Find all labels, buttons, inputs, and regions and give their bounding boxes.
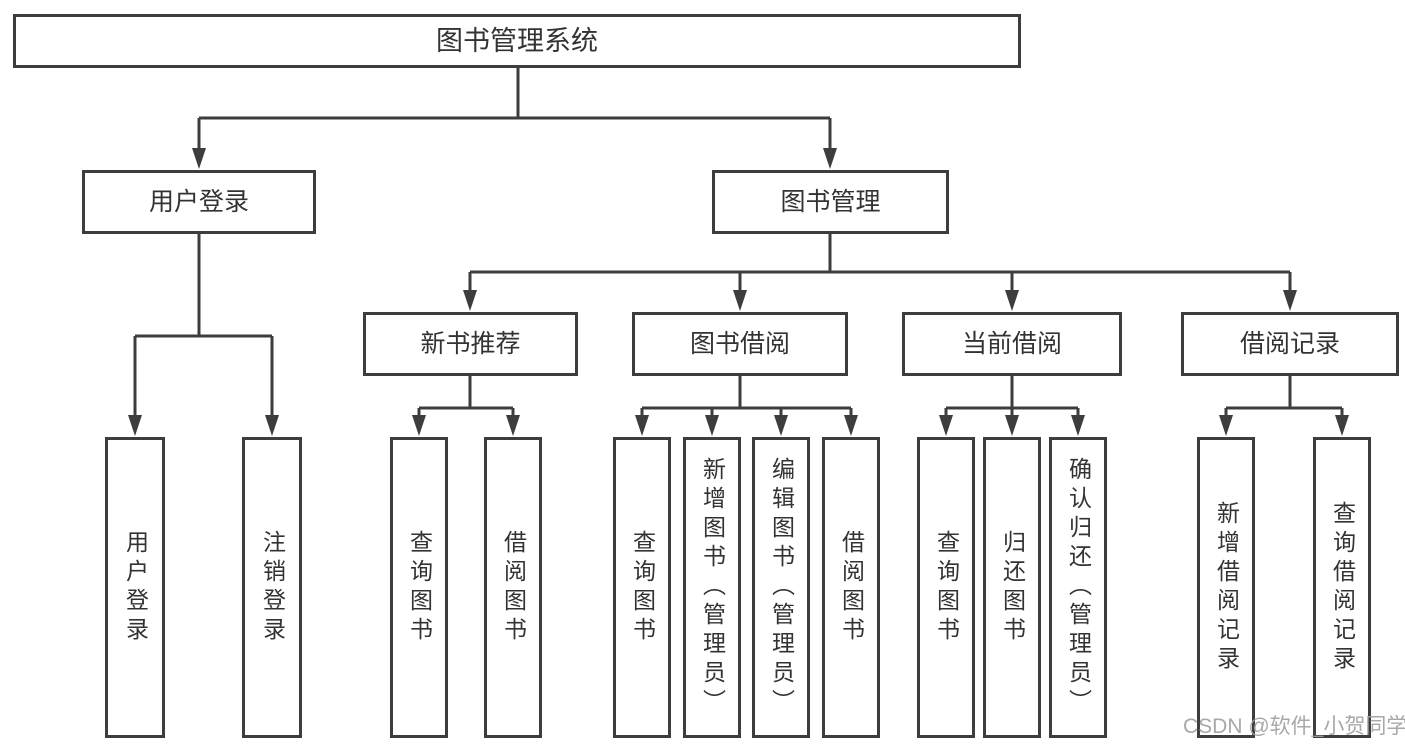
- connector-user-login-to-leaves: [128, 233, 279, 436]
- connector-book-borrow-to-leaves: [635, 375, 858, 436]
- connector-borrow-records-to-leaves: [1219, 375, 1349, 436]
- leaf-borrow-edit-book-admin: 编辑图书（管理员）: [752, 437, 810, 738]
- leaf-records-query-record: 查询借阅记录: [1313, 437, 1371, 738]
- node-borrow-records: 借阅记录: [1181, 312, 1399, 376]
- connector-new-book-recommend-to-leaves: [412, 375, 520, 436]
- node-user-login: 用户登录: [82, 170, 316, 234]
- leaf-recommend-borrow-books-label: 借阅图书: [500, 529, 527, 646]
- leaf-user-login: 用户登录: [105, 437, 165, 738]
- node-user-login-label: 用户登录: [148, 187, 249, 216]
- node-book-borrow: 图书借阅: [632, 312, 848, 376]
- connector-root-to-level2: [192, 68, 837, 169]
- node-library-management-system: 图书管理系统: [13, 14, 1021, 68]
- leaf-borrow-borrow-books: 借阅图书: [822, 437, 880, 738]
- leaf-current-confirm-return-admin: 确认归还（管理员）: [1049, 437, 1107, 738]
- node-current-borrow: 当前借阅: [902, 312, 1122, 376]
- csdn-watermark: CSDN @软件_小贺同学: [1183, 715, 1405, 738]
- leaf-user-login-label: 用户登录: [122, 529, 149, 646]
- leaf-borrow-edit-book-admin-label: 编辑图书（管理员）: [768, 457, 795, 718]
- leaf-records-add-record-label: 新增借阅记录: [1213, 500, 1240, 675]
- leaf-borrow-query-books: 查询图书: [613, 437, 671, 738]
- node-new-book-recommend-label: 新书推荐: [420, 329, 521, 358]
- leaf-recommend-query-books: 查询图书: [390, 437, 448, 738]
- leaf-current-return-books: 归还图书: [983, 437, 1041, 738]
- node-new-book-recommend: 新书推荐: [363, 312, 578, 376]
- connector-current-borrow-to-leaves: [939, 375, 1085, 436]
- leaf-borrow-query-books-label: 查询图书: [629, 529, 656, 646]
- node-library-management-system-label: 图书管理系统: [436, 25, 598, 56]
- node-book-borrow-label: 图书借阅: [689, 329, 790, 358]
- leaf-logout: 注销登录: [242, 437, 302, 738]
- leaf-logout-label: 注销登录: [259, 529, 286, 646]
- leaf-borrow-borrow-books-label: 借阅图书: [838, 529, 865, 646]
- leaf-current-query-books: 查询图书: [917, 437, 975, 738]
- leaf-records-query-record-label: 查询借阅记录: [1329, 500, 1356, 675]
- leaf-records-add-record: 新增借阅记录: [1197, 437, 1255, 738]
- leaf-recommend-query-books-label: 查询图书: [406, 529, 433, 646]
- node-borrow-records-label: 借阅记录: [1239, 329, 1340, 358]
- leaf-current-query-books-label: 查询图书: [933, 529, 960, 646]
- node-book-management-label: 图书管理: [780, 187, 881, 216]
- leaf-recommend-borrow-books: 借阅图书: [484, 437, 542, 738]
- leaf-current-return-books-label: 归还图书: [999, 529, 1026, 646]
- node-book-management: 图书管理: [712, 170, 949, 234]
- connector-book-management-to-categories: [463, 233, 1297, 311]
- node-current-borrow-label: 当前借阅: [961, 329, 1062, 358]
- leaf-borrow-add-book-admin: 新增图书（管理员）: [683, 437, 741, 738]
- leaf-current-confirm-return-admin-label: 确认归还（管理员）: [1065, 457, 1092, 718]
- leaf-borrow-add-book-admin-label: 新增图书（管理员）: [699, 457, 726, 718]
